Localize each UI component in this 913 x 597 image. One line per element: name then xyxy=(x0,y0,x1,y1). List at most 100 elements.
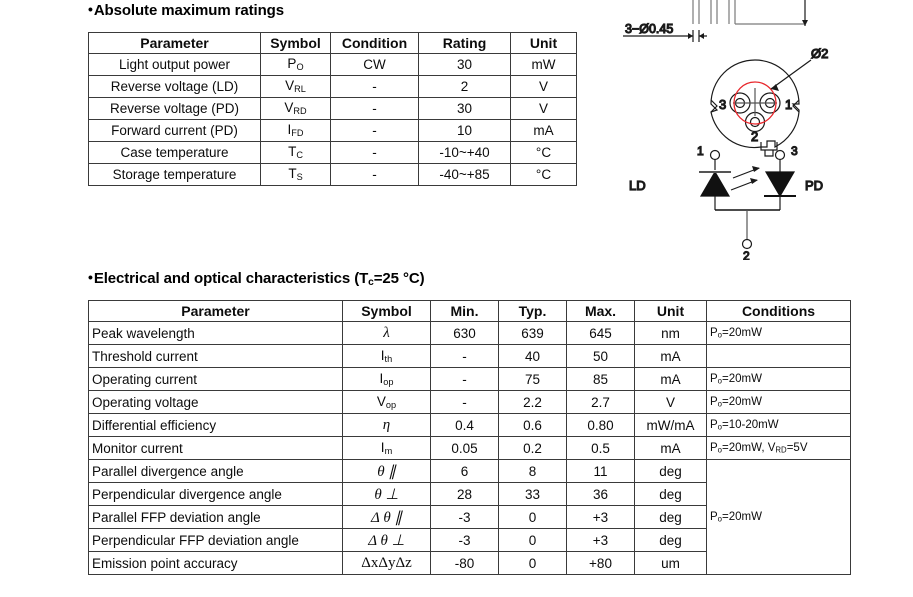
cell-min: 630 xyxy=(430,321,499,345)
col-header-rating: Rating xyxy=(418,32,511,54)
cell-typ: 639 xyxy=(498,321,567,345)
cell-condition-merged: Po=20mW xyxy=(706,459,851,575)
cell-parameter: Peak wavelength xyxy=(88,321,343,345)
cell-unit: mA xyxy=(634,367,707,391)
package-pin-label-1: 1 xyxy=(785,97,792,112)
col-header-min: Min. xyxy=(430,300,499,322)
heading-text-eo-suffix: =25 °C) xyxy=(373,270,425,287)
cell-symbol: Δ θ ∥ xyxy=(342,505,431,529)
cell-typ: 0.6 xyxy=(498,413,567,437)
cell-condition: Po=10-20mW xyxy=(706,413,851,437)
col-header-symbol: Symbol xyxy=(260,32,331,54)
cell-typ: 0 xyxy=(498,528,567,552)
table-absolute-maximum-ratings: Parameter Symbol Condition Rating Unit L… xyxy=(88,32,577,186)
cell-symbol: η xyxy=(342,413,431,437)
cell-symbol: Δ θ ⊥ xyxy=(342,528,431,552)
cell-condition: Po=20mW xyxy=(706,390,851,414)
equivalent-circuit-schematic xyxy=(699,149,796,250)
cell-symbol: VRD xyxy=(260,97,331,120)
cell-symbol: Vop xyxy=(342,390,431,414)
page-title-electrical-optical-characteristics: •Electrical and optical characteristics … xyxy=(88,269,425,289)
cell-symbol: Im xyxy=(342,436,431,460)
cell-min: 28 xyxy=(430,482,499,506)
package-outline-drawing: 3−Ø0.45 xyxy=(615,0,913,260)
lead-diameter-dimension xyxy=(623,30,707,42)
lead-pins-side-view xyxy=(692,0,808,26)
cell-unit: mA xyxy=(634,344,707,368)
schematic-label-ld: LD xyxy=(629,178,646,193)
cell-symbol: TS xyxy=(260,163,331,186)
table-electrical-optical-characteristics: Parameter Symbol Min. Typ. Max. Unit Con… xyxy=(88,300,851,575)
bullet-icon: • xyxy=(88,1,93,17)
cell-min: - xyxy=(430,367,499,391)
cell-unit: deg xyxy=(634,482,707,506)
cell-condition: CW xyxy=(330,53,419,76)
col-header-parameter: Parameter xyxy=(88,32,261,54)
cell-parameter: Perpendicular FFP deviation angle xyxy=(88,528,343,552)
cell-max: 50 xyxy=(566,344,635,368)
cell-typ: 40 xyxy=(498,344,567,368)
cell-min: 0.05 xyxy=(430,436,499,460)
package-pin-label-2: 2 xyxy=(751,129,758,144)
cell-typ: 0 xyxy=(498,505,567,529)
schematic-pin-label-1: 1 xyxy=(697,144,704,158)
cell-rating: 30 xyxy=(418,97,511,120)
cell-unit: nm xyxy=(634,321,707,345)
cell-symbol: θ ∥ xyxy=(342,459,431,483)
col-header-unit: Unit xyxy=(634,300,707,322)
cell-min: - xyxy=(430,344,499,368)
cell-condition xyxy=(706,344,851,368)
cell-unit: mW xyxy=(510,53,577,76)
cell-max: 2.7 xyxy=(566,390,635,414)
cell-max: 85 xyxy=(566,367,635,391)
cell-typ: 8 xyxy=(498,459,567,483)
cell-unit: mW/mA xyxy=(634,413,707,437)
cell-symbol: TC xyxy=(260,141,331,164)
cell-parameter: Storage temperature xyxy=(88,163,261,186)
cell-condition: - xyxy=(330,141,419,164)
col-header-symbol: Symbol xyxy=(342,300,431,322)
cell-typ: 0.2 xyxy=(498,436,567,460)
col-header-typ: Typ. xyxy=(498,300,567,322)
cell-parameter: Reverse voltage (PD) xyxy=(88,97,261,120)
aperture-label: Ø2 xyxy=(811,46,828,61)
cell-max: 36 xyxy=(566,482,635,506)
cell-unit: V xyxy=(510,97,577,120)
cell-symbol: PO xyxy=(260,53,331,76)
col-header-unit: Unit xyxy=(510,32,577,54)
cell-max: 0.5 xyxy=(566,436,635,460)
cell-parameter: Reverse voltage (LD) xyxy=(88,75,261,98)
cell-unit: °C xyxy=(510,163,577,186)
cell-symbol: Iop xyxy=(342,367,431,391)
cell-parameter: Light output power xyxy=(88,53,261,76)
cell-min: -3 xyxy=(430,505,499,529)
cell-symbol: ΔxΔyΔz xyxy=(342,551,431,575)
cell-typ: 75 xyxy=(498,367,567,391)
heading-text-eo-subscript: c xyxy=(368,277,374,289)
cell-rating: 2 xyxy=(418,75,511,98)
cell-unit: um xyxy=(634,551,707,575)
cell-max: 11 xyxy=(566,459,635,483)
cell-max: +3 xyxy=(566,505,635,529)
cell-unit: mA xyxy=(510,119,577,142)
cell-parameter: Operating voltage xyxy=(88,390,343,414)
cell-parameter: Differential efficiency xyxy=(88,413,343,437)
cell-condition: - xyxy=(330,163,419,186)
cell-condition: - xyxy=(330,75,419,98)
bullet-icon: • xyxy=(88,269,93,285)
schematic-pin-label-3: 3 xyxy=(791,144,798,158)
aperture-leader-line xyxy=(770,59,812,91)
